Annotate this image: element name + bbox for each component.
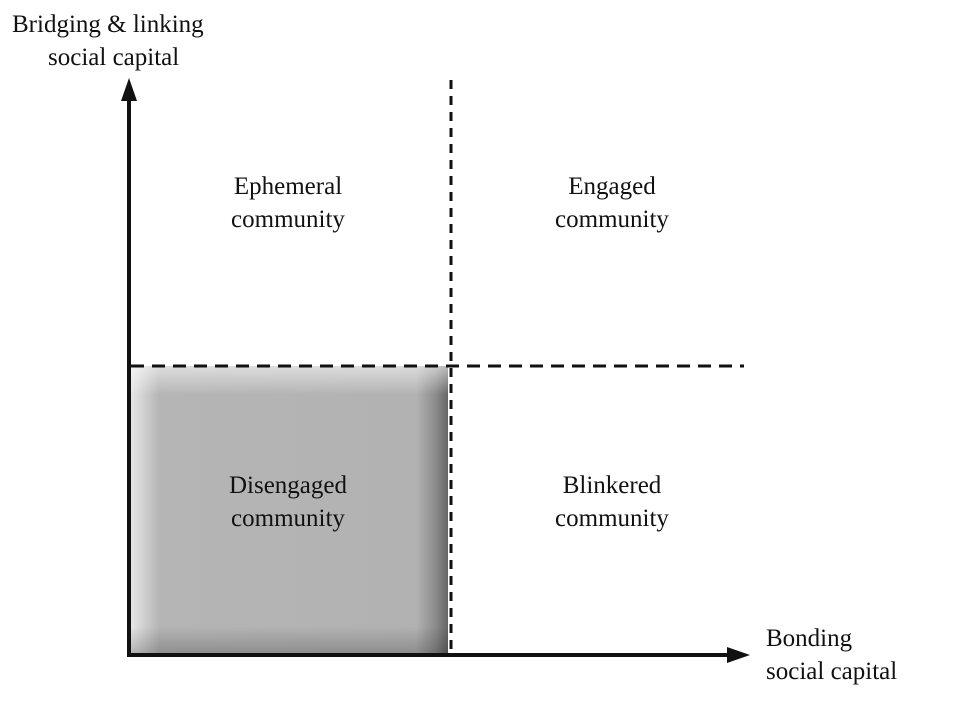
- y-axis-label-line2: social capital: [48, 44, 180, 71]
- y-axis-label: Bridging & linking social capital: [12, 8, 204, 74]
- disengaged-quadrant-shading: [131, 366, 448, 655]
- x-axis-label-line2: social capital: [766, 658, 898, 685]
- ephemeral-line1: Ephemeral: [233, 173, 343, 200]
- quadrant-label-blinkered: Blinkered community: [512, 469, 712, 535]
- blinkered-line1: Blinkered: [562, 472, 662, 499]
- engaged-line1: Engaged: [568, 173, 656, 200]
- quadrant-label-engaged: Engaged community: [512, 170, 712, 236]
- disengaged-line1: Disengaged: [228, 472, 348, 499]
- x-axis-label-line1: Bonding: [766, 625, 853, 652]
- y-axis-label-line1: Bridging & linking: [12, 11, 204, 38]
- engaged-line2: community: [555, 206, 669, 233]
- x-axis-arrowhead: [727, 647, 750, 663]
- y-axis-arrowhead: [121, 78, 137, 101]
- disengaged-line2: community: [231, 505, 345, 532]
- x-axis-label: Bonding social capital: [766, 622, 897, 688]
- ephemeral-line2: community: [231, 206, 345, 233]
- blinkered-line2: community: [555, 505, 669, 532]
- quadrant-label-ephemeral: Ephemeral community: [188, 170, 388, 236]
- quadrant-label-disengaged: Disengaged community: [188, 469, 388, 535]
